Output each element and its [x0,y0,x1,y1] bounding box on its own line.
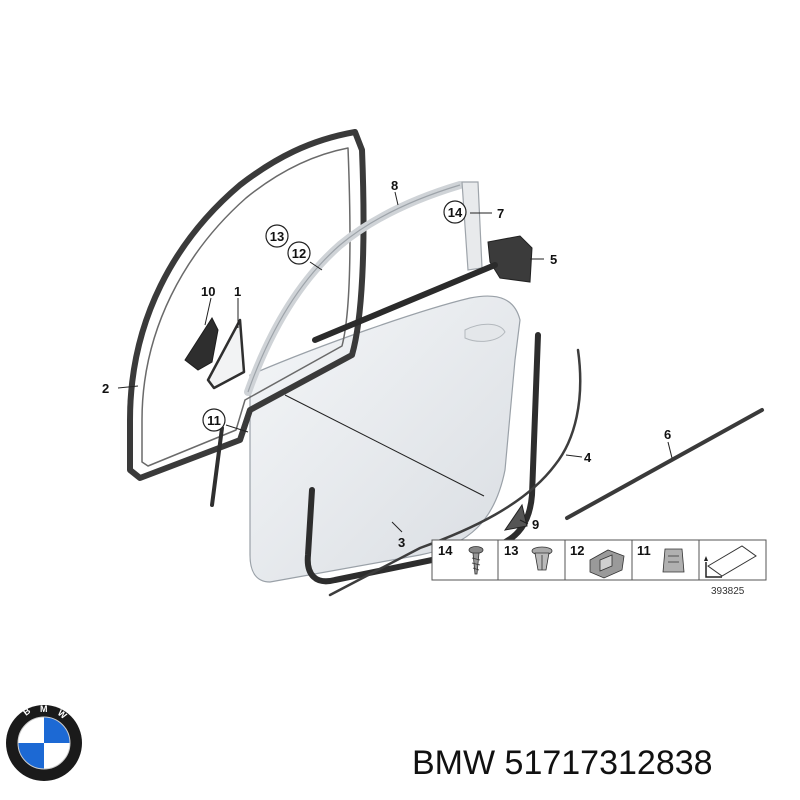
svg-text:M: M [40,704,48,714]
svg-text:B: B [21,705,33,717]
outer-moulding-strip [565,408,764,520]
mirror-triangle-cover [184,316,219,371]
callout-10: 10 [201,284,215,299]
rear-bracket [487,235,533,283]
caption-part-number: 51717312838 [504,744,713,782]
legend-number-11: 11 [637,543,651,558]
part-caption: BMW 51717312838 [412,740,792,786]
door-frame-seal [127,129,367,481]
screw-icon [468,546,484,575]
callout-2: 2 [102,381,109,396]
callout-11-circle: 11 [202,408,226,432]
lower-pillar-strip [210,426,224,507]
caption-brand: BMW [412,744,496,782]
callout-7: 7 [497,206,504,221]
bmw-logo: B M W [6,704,82,781]
callout-13: 13 [270,229,284,244]
reference-number: 393825 [711,586,745,597]
window-guide-strip-edge [247,184,461,393]
callout-5: 5 [550,252,557,267]
door-panel [249,295,521,583]
spring-clip-icon [662,548,685,573]
callout-11: 11 [207,413,221,428]
callout-6: 6 [664,427,671,442]
window-belt-seal [312,262,498,343]
callout-14-circle: 14 [443,200,467,224]
door-frame-seal-inner [141,147,351,467]
vertical-trim [461,181,483,271]
logo-quadrant-blue-1 [44,717,70,743]
direction-arrow-icon [704,545,757,578]
callout-12: 12 [292,246,306,261]
callout-12-circle: 12 [287,241,311,265]
callout-8: 8 [391,178,398,193]
fastener-legend: 14 13 12 11 [431,539,767,581]
callout-4: 4 [584,450,592,465]
rear-seal-strip [328,348,582,597]
door-handle-recess [464,323,506,342]
legend-number-12: 12 [570,543,584,558]
callout-9: 9 [532,517,539,532]
legend-number-14: 14 [438,543,453,558]
callout-13-circle: 13 [265,224,289,248]
logo-quadrant-blue-2 [18,743,44,769]
leader-lines [117,191,673,533]
callout-3: 3 [398,535,405,550]
legend-number-13: 13 [504,543,518,558]
callout-1: 1 [234,284,241,299]
pillar-trim [206,318,246,390]
clip-nut-icon [531,546,553,571]
retaining-clip-icon [589,549,625,579]
small-bracket [503,503,528,531]
callout-14: 14 [448,205,463,220]
